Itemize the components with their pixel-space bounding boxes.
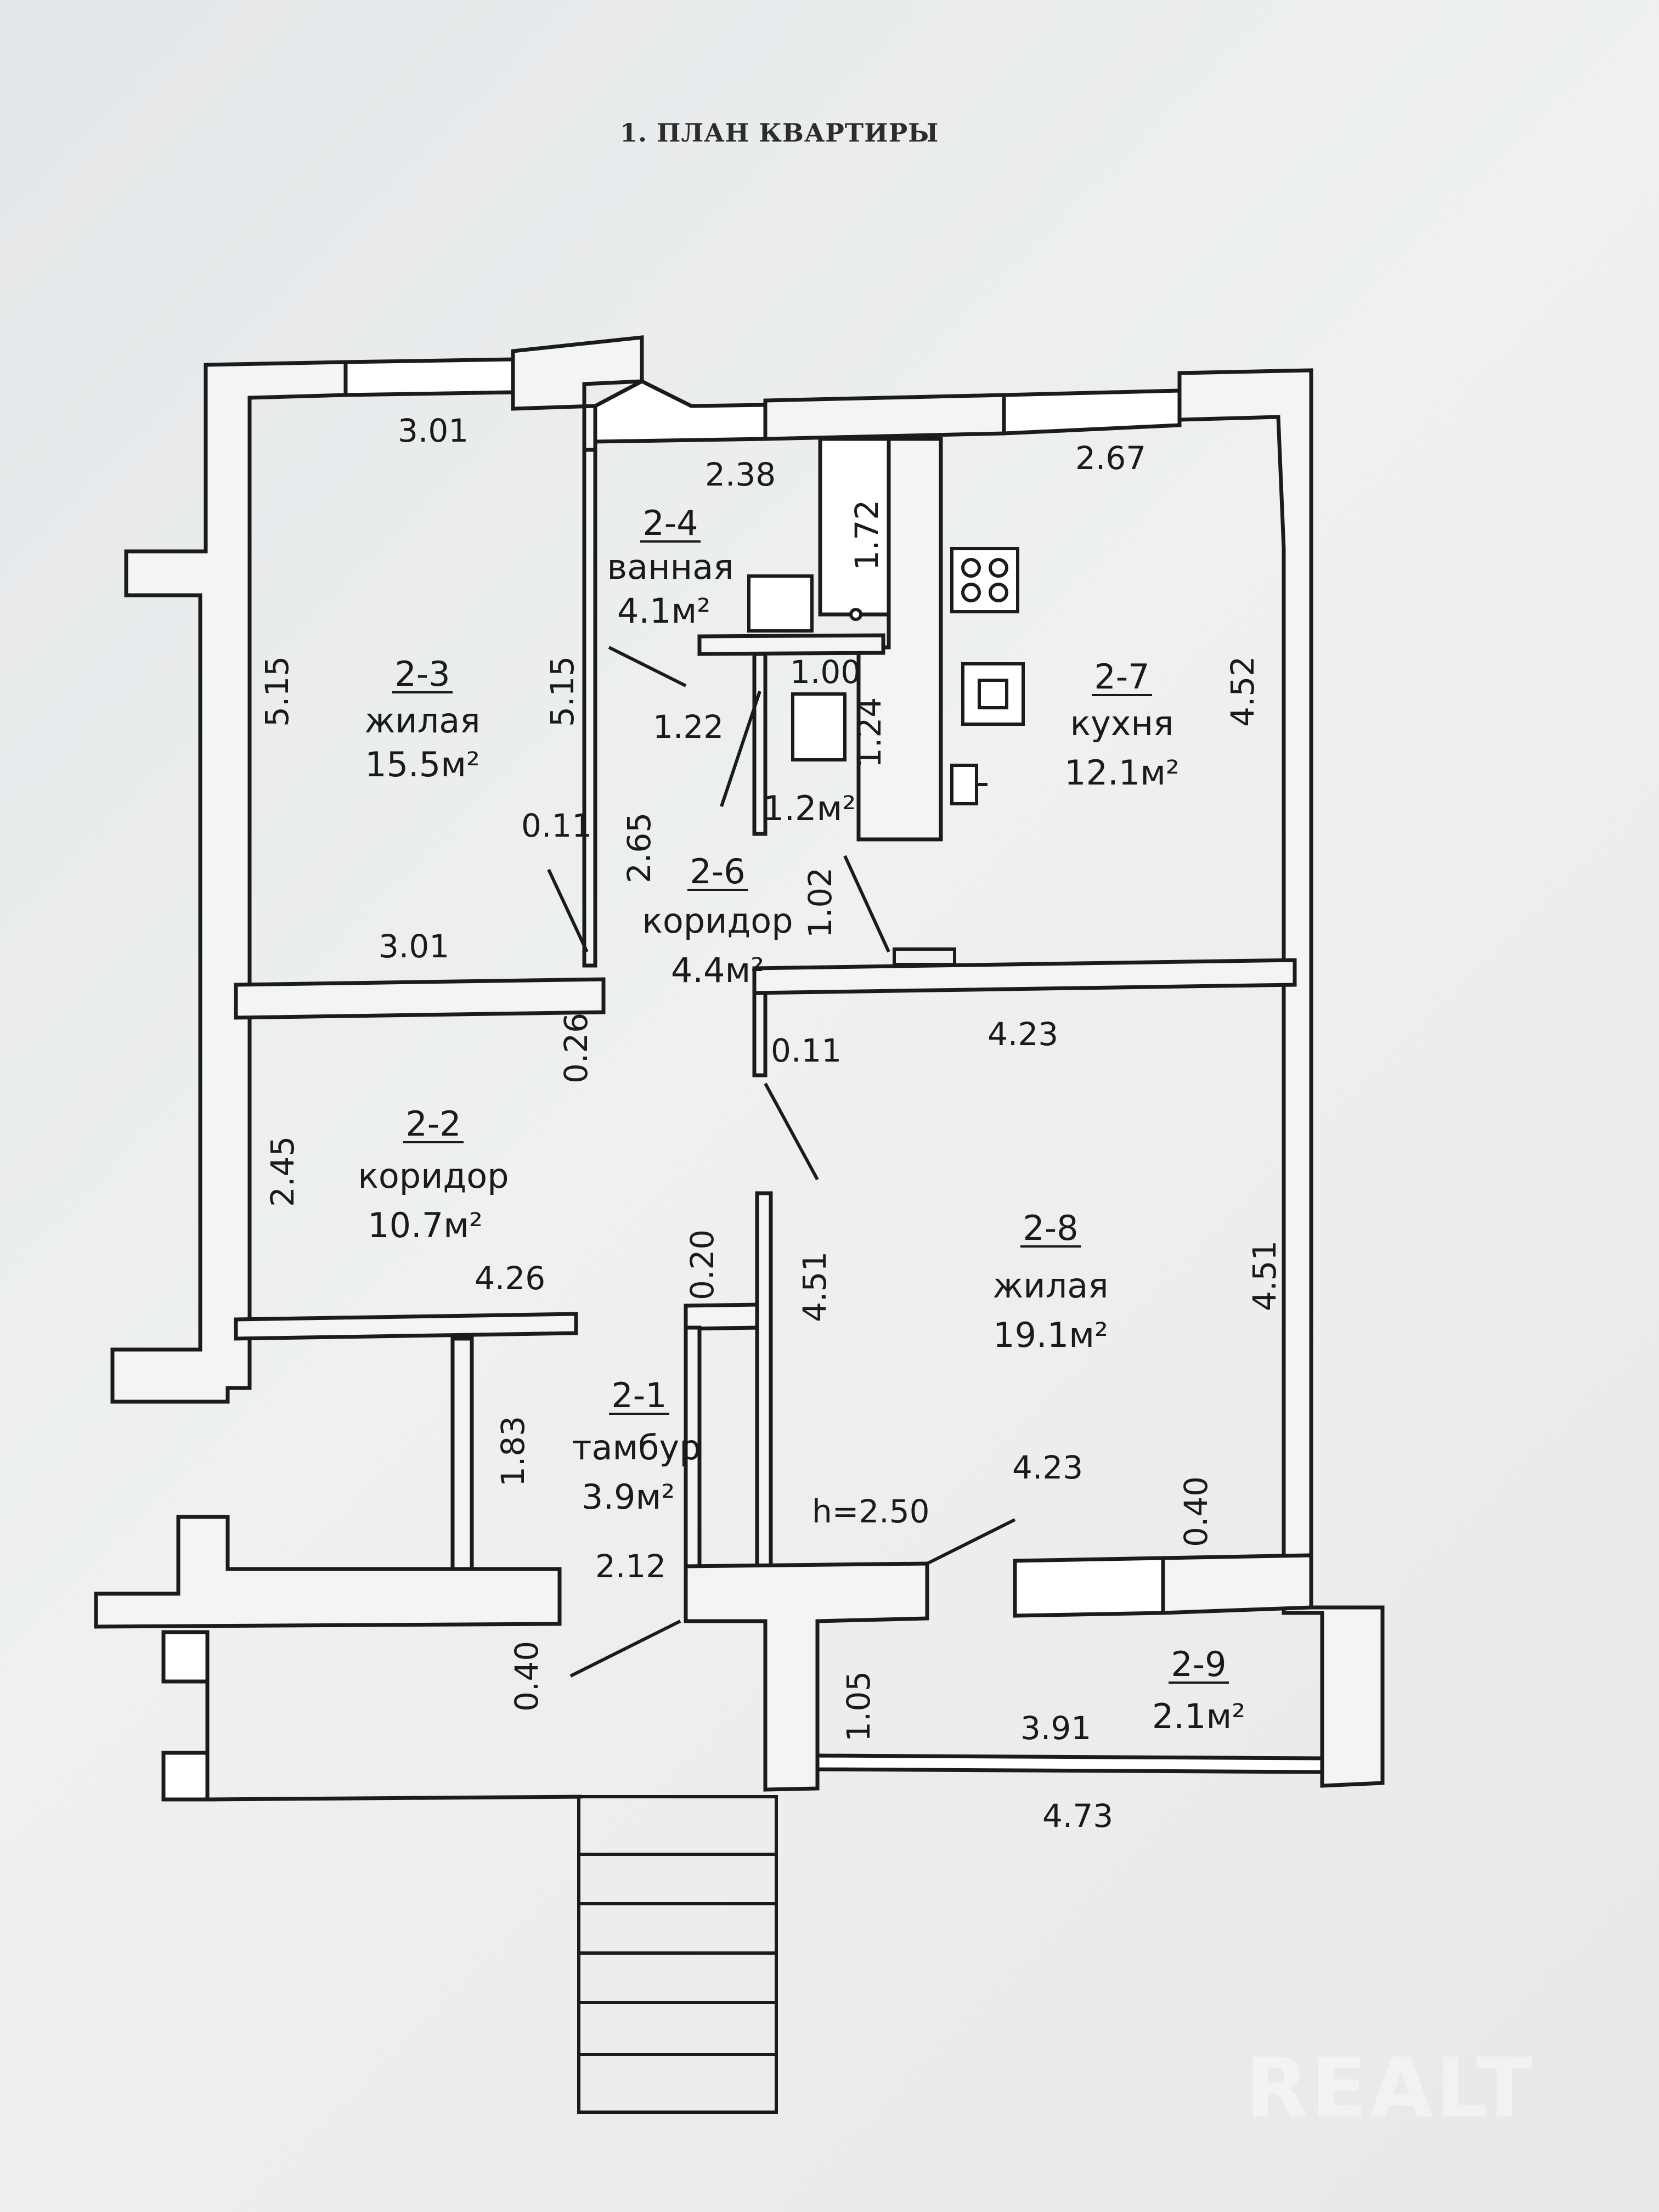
walls — [94, 335, 1385, 1802]
svg-text:12.1м²: 12.1м² — [1064, 753, 1180, 793]
dim-172: 1.72 — [848, 500, 885, 571]
dim-473: 4.73 — [1042, 1797, 1113, 1835]
dim-102: 1.02 — [802, 867, 839, 938]
dim-391: 3.91 — [1020, 1709, 1091, 1747]
svg-text:2-8: 2-8 — [1023, 1208, 1078, 1248]
dim-183: 1.83 — [494, 1416, 532, 1487]
room-2-9: 2-9 2.1м² — [1152, 1644, 1245, 1736]
dim-040-right: 0.40 — [1177, 1476, 1215, 1547]
svg-text:4.1м²: 4.1м² — [617, 591, 710, 631]
realt-watermark: REALT — [1245, 2041, 1535, 2136]
svg-text:15.5м²: 15.5м² — [365, 744, 480, 785]
room-2-3: 2-3 жилая 15.5м² — [364, 654, 480, 785]
dimension-labels: 3.01 2.38 2.67 1.72 5.15 5.15 4.52 1.22 … — [258, 412, 1283, 1835]
room-labels: 2-3 жилая 15.5м² 2-4 ванная 4.1м² 1.2м² … — [358, 503, 1245, 1736]
dim-040-left: 0.40 — [508, 1641, 545, 1712]
svg-text:1.2м²: 1.2м² — [763, 788, 856, 828]
dim-026: 0.26 — [557, 1013, 595, 1084]
dim-212: 2.12 — [595, 1548, 666, 1585]
dim-011-mid: 0.11 — [771, 1032, 842, 1069]
dim-423-bottom: 4.23 — [1012, 1449, 1083, 1486]
stove-icon — [950, 547, 1019, 613]
dim-245: 2.45 — [264, 1136, 301, 1207]
svg-text:2-9: 2-9 — [1171, 1644, 1226, 1684]
svg-text:2-3: 2-3 — [394, 654, 450, 694]
fixtures — [747, 547, 1025, 805]
dim-020: 0.20 — [684, 1229, 721, 1300]
dim-238: 2.38 — [705, 456, 776, 493]
svg-text:жилая: жилая — [992, 1266, 1108, 1306]
svg-text:жилая: жилая — [364, 701, 480, 741]
dim-100: 1.00 — [790, 653, 861, 691]
dim-011-top: 0.11 — [521, 807, 592, 844]
dim-301-top: 3.01 — [398, 412, 469, 449]
svg-text:кухня: кухня — [1070, 703, 1174, 743]
svg-text:ванная: ванная — [607, 547, 734, 587]
svg-text:2-7: 2-7 — [1094, 657, 1149, 697]
dim-265: 2.65 — [620, 812, 658, 883]
svg-text:тамбур: тамбур — [572, 1427, 701, 1468]
room-2-2: 2-2 коридор 10.7м² — [358, 1104, 509, 1245]
dim-122: 1.22 — [653, 708, 724, 746]
bathtub-icon — [747, 574, 814, 633]
page-title: 1. ПЛАН КВАРТИРЫ — [620, 118, 939, 148]
svg-text:2-2: 2-2 — [405, 1104, 461, 1144]
toilet-icon — [791, 692, 847, 761]
dim-451-right: 4.51 — [1246, 1240, 1283, 1311]
room-2-5: 1.2м² — [763, 788, 856, 828]
dim-452: 4.52 — [1224, 656, 1261, 727]
svg-text:2.1м²: 2.1м² — [1152, 1696, 1245, 1736]
dim-105: 1.05 — [840, 1671, 877, 1742]
ceiling-height: h=2.50 — [812, 1493, 930, 1530]
stairs — [577, 1795, 778, 2114]
svg-text:10.7м²: 10.7м² — [368, 1205, 483, 1245]
appliance-icon — [950, 764, 978, 805]
svg-text:2-1: 2-1 — [611, 1375, 667, 1415]
room-2-7: 2-7 кухня 12.1м² — [1064, 657, 1180, 793]
room-2-6: 2-6 коридор 4.4м² — [642, 851, 793, 990]
dim-267: 2.67 — [1075, 439, 1146, 477]
svg-text:4.4м²: 4.4м² — [671, 950, 764, 990]
svg-text:3.9м²: 3.9м² — [582, 1477, 675, 1517]
svg-text:2-6: 2-6 — [690, 851, 745, 891]
svg-text:коридор: коридор — [358, 1156, 509, 1196]
dim-423-top: 4.23 — [988, 1015, 1058, 1053]
svg-text:2-4: 2-4 — [642, 503, 698, 543]
svg-text:коридор: коридор — [642, 901, 793, 941]
door-lines — [547, 646, 1016, 1678]
dim-124: 1.24 — [851, 697, 888, 768]
dim-426: 4.26 — [475, 1260, 545, 1297]
dim-515-right: 5.15 — [544, 656, 581, 727]
dim-451-left: 4.51 — [796, 1251, 833, 1322]
room-2-1: 2-1 тамбур 3.9м² — [572, 1375, 701, 1517]
svg-text:19.1м²: 19.1м² — [993, 1315, 1108, 1355]
sink-icon — [961, 662, 1025, 726]
room-2-8: 2-8 жилая 19.1м² — [992, 1208, 1108, 1355]
room-2-4: 2-4 ванная 4.1м² — [607, 503, 734, 631]
dim-515-left: 5.15 — [258, 656, 296, 727]
dim-301-mid: 3.01 — [379, 928, 449, 965]
